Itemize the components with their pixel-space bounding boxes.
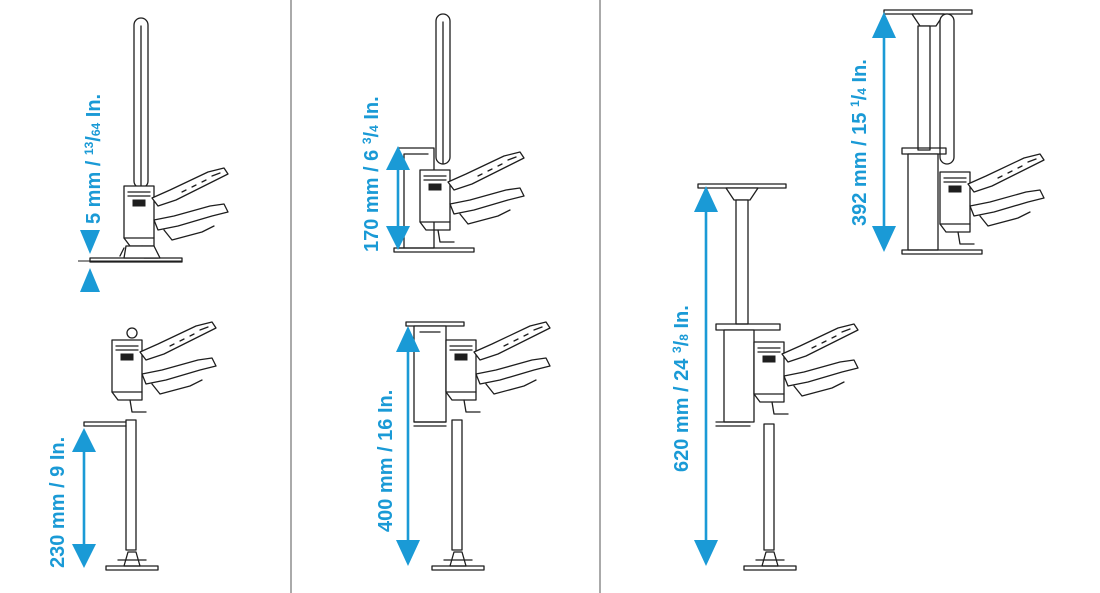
dimension-label-head-height: 170 mm / 6 3/4 In. [360, 96, 383, 252]
extension-height-dimension-arrow [872, 12, 896, 252]
dimension-label-min-height: 5 mm / 13/64 In. [82, 94, 105, 224]
extended-lift-dimension-arrow [694, 186, 718, 566]
lifter-illustration-raised [405, 321, 551, 571]
dimension-label-extended-lift: 620 mm / 24 3/8 In. [670, 305, 693, 472]
max-lift-dimension-arrow [396, 326, 420, 566]
jaw-opening-dimension-arrow [72, 428, 96, 568]
lifter-illustration-open [83, 321, 217, 571]
dimension-label-jaw-opening: 230 mm / 9 In. [47, 437, 69, 568]
lifter-illustration-extension [883, 9, 1045, 255]
head-height-dimension-arrow [386, 146, 410, 250]
dimension-label-max-lift: 400 mm / 16 In. [375, 390, 397, 532]
lifter-illustration-min [89, 17, 229, 263]
lifter-illustration-extended [697, 183, 859, 571]
min-height-dimension-arrow [78, 230, 182, 292]
lifter-illustration-head [393, 13, 525, 253]
dimension-label-extension-height: 392 mm / 15 1/4 In. [848, 59, 871, 226]
